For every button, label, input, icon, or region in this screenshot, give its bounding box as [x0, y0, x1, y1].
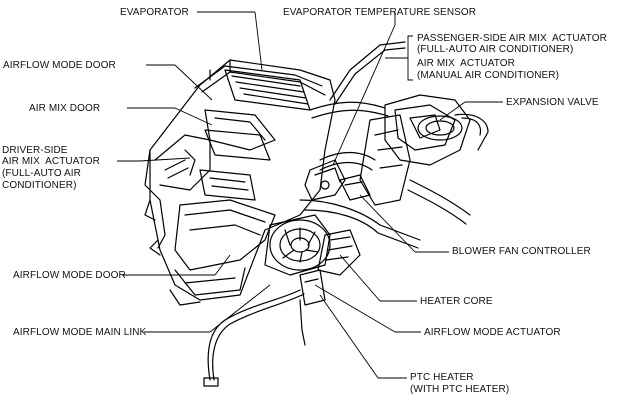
label-expansion-valve: EXPANSION VALVE — [506, 97, 599, 108]
label-passenger-actuator-line2: (FULL-AUTO AIR CONDITIONER) — [417, 44, 574, 55]
label-evaporator-temperature-sensor: EVAPORATOR TEMPERATURE SENSOR — [283, 7, 477, 18]
label-airflow-mode-door-top: AIRFLOW MODE DOOR — [3, 60, 116, 71]
label-driver-actuator-line1: DRIVER-SIDE — [2, 145, 68, 156]
label-driver-actuator-line2: AIR MIX ACTUATOR — [2, 156, 101, 167]
label-manual-actuator-line1: AIR MIX ACTUATOR — [417, 58, 516, 69]
label-air-mix-door: AIR MIX DOOR — [29, 103, 101, 114]
label-ptc-heater-line1: PTC HEATER — [410, 372, 474, 383]
label-passenger-actuator-line1: PASSENGER-SIDE AIR MIX ACTUATOR — [417, 33, 607, 44]
label-airflow-mode-door-bottom: AIRFLOW MODE DOOR — [13, 270, 126, 281]
label-heater-core: HEATER CORE — [420, 296, 493, 307]
label-manual-actuator-line2: (MANUAL AIR CONDITIONER) — [417, 70, 560, 81]
label-airflow-mode-actuator: AIRFLOW MODE ACTUATOR — [424, 327, 561, 338]
label-driver-actuator-line4: CONDITIONER) — [2, 180, 77, 191]
label-blower-fan-controller: BLOWER FAN CONTROLLER — [452, 246, 591, 257]
label-driver-actuator-line3: (FULL-AUTO AIR — [2, 168, 82, 179]
label-evaporator: EVAPORATOR — [120, 7, 189, 18]
label-airflow-mode-main-link: AIRFLOW MODE MAIN LINK — [13, 327, 147, 338]
label-ptc-heater-line2: (WITH PTC HEATER) — [410, 384, 510, 395]
